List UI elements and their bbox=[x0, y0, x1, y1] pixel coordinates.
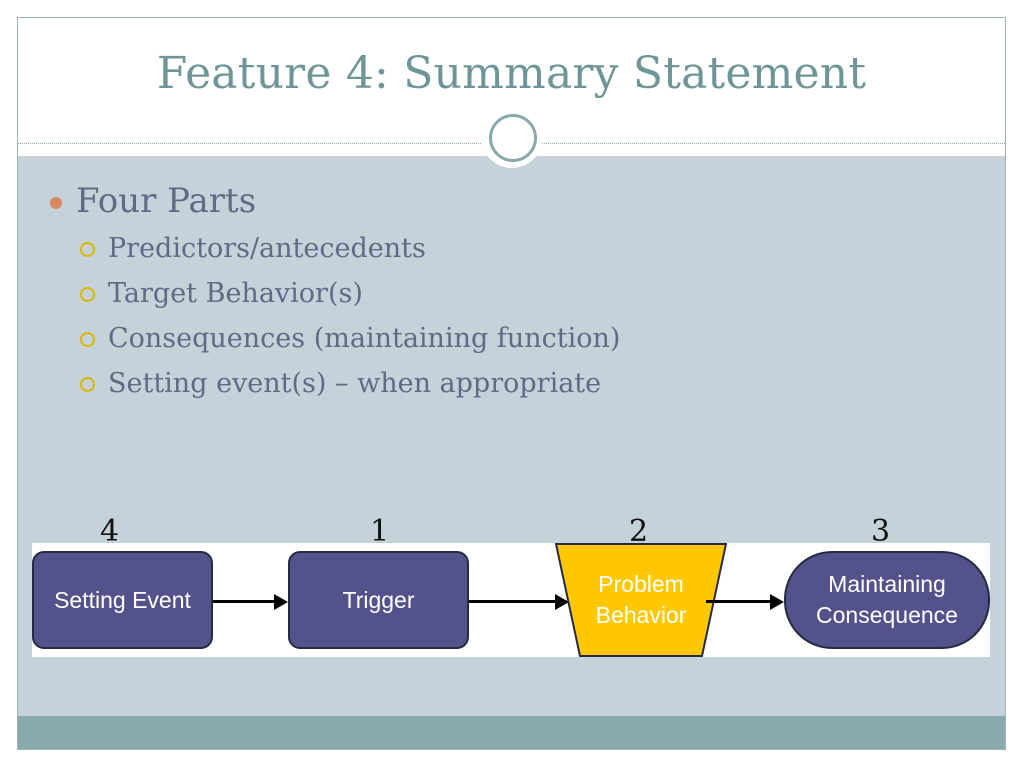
bullet-main: Four Parts bbox=[46, 178, 946, 224]
problem-behavior-shape bbox=[555, 543, 727, 657]
ring-bullet-icon bbox=[80, 242, 95, 257]
sub-bullet-text: Target Behavior(s) bbox=[108, 278, 363, 309]
sub-bullet-item: Target Behavior(s) bbox=[46, 271, 946, 316]
trigger-label: Trigger bbox=[342, 586, 415, 613]
sub-bullet-text: Consequences (maintaining function) bbox=[108, 323, 621, 354]
maintaining-line2: Consequence bbox=[816, 602, 958, 628]
step-number-setting-event: 4 bbox=[100, 514, 120, 549]
setting-event-label: Setting Event bbox=[54, 586, 191, 613]
maintaining-consequence-box: Maintaining Consequence bbox=[784, 551, 990, 649]
behavior-chain-diagram: Setting Event Trigger Problem Behavior M… bbox=[32, 543, 990, 657]
sub-bullet-text: Predictors/antecedents bbox=[108, 233, 426, 264]
ring-bullet-icon bbox=[80, 377, 95, 392]
step-number-maintaining-consequence: 3 bbox=[871, 514, 891, 549]
sub-bullet-item: Consequences (maintaining function) bbox=[46, 316, 946, 361]
sub-bullet-item: Predictors/antecedents bbox=[46, 226, 946, 271]
circle-ornament-inner bbox=[489, 114, 537, 162]
circle-ornament-icon bbox=[481, 106, 543, 168]
footer-band bbox=[18, 716, 1005, 749]
sub-bullet-text: Setting event(s) – when appropriate bbox=[108, 368, 602, 399]
step-number-problem-behavior: 2 bbox=[629, 514, 649, 549]
problem-behavior-label: Problem Behavior bbox=[555, 569, 727, 631]
problem-behavior-line2: Behavior bbox=[595, 602, 687, 628]
problem-behavior-line1: Problem bbox=[598, 571, 684, 597]
maintaining-consequence-label: Maintaining Consequence bbox=[816, 569, 958, 631]
trigger-box: Trigger bbox=[288, 551, 469, 649]
arrow-right-icon bbox=[706, 594, 784, 610]
slide-title: Feature 4: Summary Statement bbox=[156, 48, 867, 99]
setting-event-box: Setting Event bbox=[32, 551, 213, 649]
maintaining-line1: Maintaining bbox=[828, 571, 946, 597]
ring-bullet-icon bbox=[80, 332, 95, 347]
sub-bullet-item: Setting event(s) – when appropriate bbox=[46, 361, 946, 406]
ring-bullet-icon bbox=[80, 287, 95, 302]
bullet-main-text: Four Parts bbox=[76, 181, 257, 221]
arrow-right-icon bbox=[469, 594, 569, 610]
sub-bullet-list: Predictors/antecedents Target Behavior(s… bbox=[46, 226, 946, 406]
bullet-dot-icon bbox=[50, 197, 62, 209]
arrow-right-icon bbox=[213, 594, 288, 610]
step-number-trigger: 1 bbox=[370, 514, 390, 549]
bullet-list: Four Parts Predictors/antecedents Target… bbox=[46, 178, 946, 406]
slide: Feature 4: Summary Statement Four Parts … bbox=[17, 17, 1006, 750]
